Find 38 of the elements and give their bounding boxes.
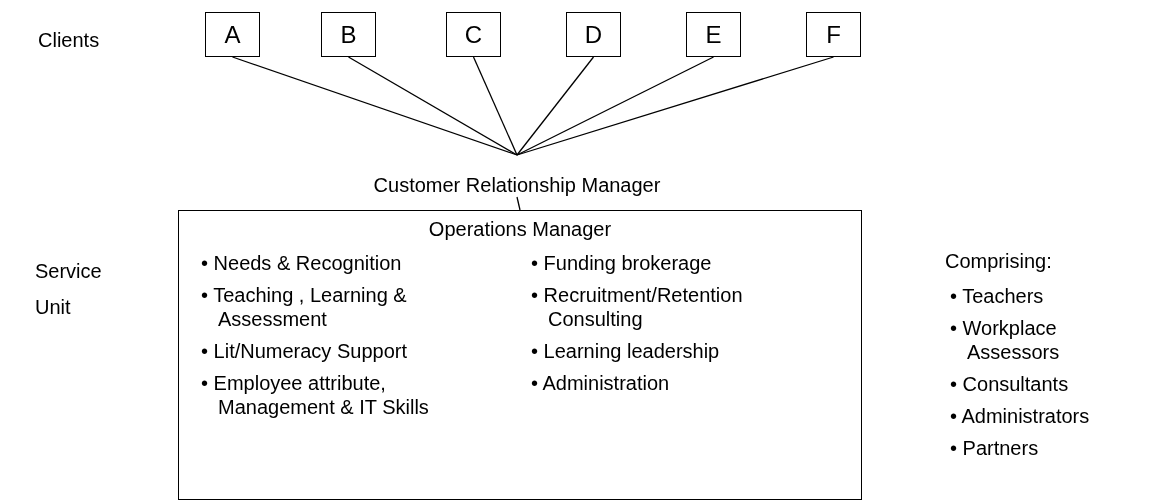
client-letter: B bbox=[340, 20, 357, 49]
client-box bbox=[806, 12, 861, 57]
bullet-item: • Recruitment/Retention Consulting bbox=[531, 283, 744, 331]
panel-heading: Operations Manager bbox=[428, 218, 612, 240]
bullet-item: • Funding brokerage bbox=[531, 251, 713, 275]
client-letter: C bbox=[464, 20, 483, 49]
bullet-item: • Workplace Assessors bbox=[950, 316, 1061, 364]
client-box bbox=[446, 12, 501, 57]
client-letter: E bbox=[705, 20, 722, 49]
connector-line bbox=[516, 196, 521, 211]
row-label: Service Unit bbox=[35, 259, 103, 320]
connector-line bbox=[231, 56, 518, 156]
client-box bbox=[566, 12, 621, 57]
bullet-item: • Administrators bbox=[950, 404, 1091, 428]
role-text: Customer Relationship Manager bbox=[372, 174, 662, 197]
client-letter: F bbox=[826, 20, 841, 49]
connector-line bbox=[516, 56, 595, 156]
connector-line bbox=[516, 56, 835, 156]
connector-line bbox=[347, 56, 518, 156]
bullet-item: • Partners bbox=[950, 436, 1040, 460]
client-box bbox=[205, 12, 260, 57]
list-heading: Comprising: bbox=[945, 250, 1052, 272]
client-letter: D bbox=[584, 20, 603, 49]
bullet-item: • Teachers bbox=[950, 284, 1045, 308]
client-box bbox=[686, 12, 741, 57]
bullet-item: • Teaching , Learning & Assessment bbox=[201, 283, 408, 331]
bullet-item: • Employee attribute, Management & IT Skills bbox=[201, 371, 430, 419]
client-letter: A bbox=[224, 20, 241, 49]
service-unit-box bbox=[178, 210, 862, 500]
bullet-item: • Lit/Numeracy Support bbox=[201, 339, 408, 363]
client-box bbox=[321, 12, 376, 57]
row-label: Clients bbox=[38, 28, 101, 53]
bullet-item: • Needs & Recognition bbox=[201, 251, 403, 275]
connector-line bbox=[472, 56, 518, 156]
bullet-item: • Consultants bbox=[950, 372, 1070, 396]
bullet-item: • Learning leadership bbox=[531, 339, 721, 363]
bullet-item: • Administration bbox=[531, 371, 671, 395]
connector-line bbox=[516, 56, 715, 156]
